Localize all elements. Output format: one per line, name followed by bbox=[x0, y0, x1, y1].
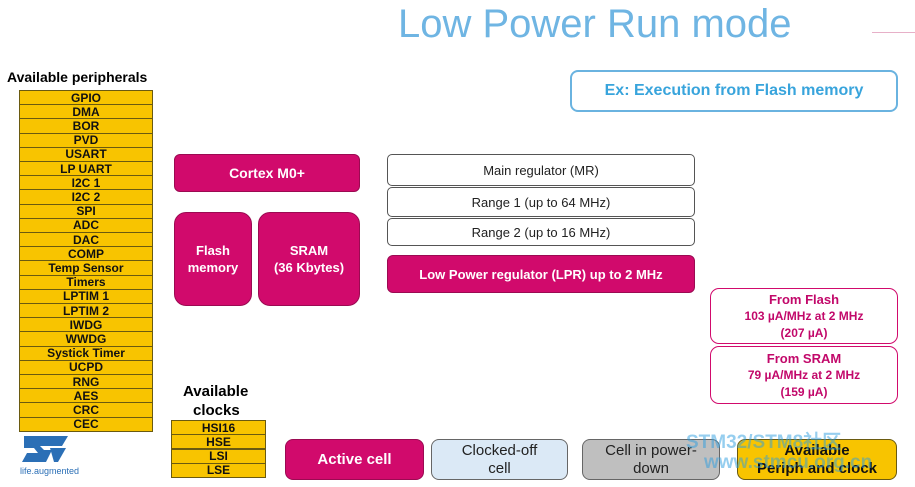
consumption-sram-value: 79 µA/MHz at 2 MHz bbox=[747, 367, 861, 382]
consumption-flash-box: From Flash 103 µA/MHz at 2 MHz (207 µA) bbox=[710, 288, 898, 344]
legend-power-down-line1: Cell in power- bbox=[605, 441, 697, 459]
peripheral-item: Timers bbox=[19, 274, 153, 290]
main-regulator-block: Main regulator (MR) bbox=[387, 154, 695, 186]
flash-memory-block: Flash memory bbox=[174, 212, 252, 306]
legend-available-line1: Available bbox=[784, 441, 850, 459]
flash-label-line1: Flash bbox=[196, 243, 230, 258]
peripheral-item: DMA bbox=[19, 104, 153, 120]
st-logo-icon bbox=[22, 436, 68, 462]
legend-clocked-off-line2: cell bbox=[488, 459, 511, 477]
consumption-sram-title: From SRAM bbox=[766, 350, 842, 366]
clock-item: HSI16 bbox=[171, 420, 266, 435]
title-divider bbox=[872, 32, 915, 33]
peripheral-item: LPTIM 1 bbox=[19, 288, 153, 304]
legend-clocked-off-line1: Clocked-off bbox=[461, 441, 538, 459]
peripheral-item: CRC bbox=[19, 402, 153, 418]
peripheral-item: DAC bbox=[19, 232, 153, 248]
peripheral-item: RNG bbox=[19, 374, 153, 390]
watermark-line1: STM32/STM8社区 bbox=[686, 432, 842, 453]
peripheral-item: I2C 1 bbox=[19, 175, 153, 191]
consumption-sram-box: From SRAM 79 µA/MHz at 2 MHz (159 µA) bbox=[710, 346, 898, 404]
sram-label-line1: SRAM bbox=[289, 243, 329, 258]
clock-item: LSE bbox=[171, 462, 266, 478]
legend-available-cell: Available Periph and clock bbox=[737, 439, 897, 480]
cortex-m0-block: Cortex M0+ bbox=[174, 154, 360, 192]
sram-block: SRAM (36 Kbytes) bbox=[258, 212, 360, 306]
peripheral-item: COMP bbox=[19, 246, 153, 262]
peripheral-item: SPI bbox=[19, 203, 153, 219]
legend-active-cell: Active cell bbox=[285, 439, 424, 480]
peripheral-item: BOR bbox=[19, 118, 153, 134]
legend-power-down-cell: Cell in power- down bbox=[582, 439, 720, 480]
consumption-flash-total: (207 µA) bbox=[780, 325, 828, 340]
peripheral-item: LPTIM 2 bbox=[19, 303, 153, 319]
clock-item: LSI bbox=[171, 448, 266, 464]
peripheral-item: Temp Sensor bbox=[19, 260, 153, 276]
peripheral-item: PVD bbox=[19, 132, 153, 148]
peripheral-item: USART bbox=[19, 146, 153, 162]
legend-clocked-off-cell: Clocked-off cell bbox=[431, 439, 568, 480]
st-logo: life.augmented bbox=[14, 434, 84, 482]
page-title: Low Power Run mode bbox=[0, 0, 915, 52]
range2-block: Range 2 (up to 16 MHz) bbox=[387, 218, 695, 246]
st-logo-tagline: life.augmented bbox=[20, 466, 80, 476]
peripheral-item: UCPD bbox=[19, 359, 153, 375]
watermark-line2: www.stmcu.org.cn bbox=[704, 452, 873, 473]
legend-active-label: Active cell bbox=[317, 450, 392, 468]
range1-block: Range 1 (up to 64 MHz) bbox=[387, 187, 695, 217]
consumption-flash-value: 103 µA/MHz at 2 MHz bbox=[744, 308, 864, 323]
peripheral-item: IWDG bbox=[19, 317, 153, 333]
consumption-sram-total: (159 µA) bbox=[780, 384, 828, 399]
peripheral-item: AES bbox=[19, 388, 153, 404]
legend-power-down-line2: down bbox=[633, 459, 669, 477]
peripherals-header: Available peripherals bbox=[7, 69, 148, 85]
clocks-header-line1: Available bbox=[183, 383, 249, 400]
clocks-header-line2: clocks bbox=[193, 402, 240, 419]
peripheral-item: CEC bbox=[19, 416, 153, 432]
page-title-text: Low Power Run mode bbox=[398, 2, 792, 46]
clock-item: HSE bbox=[171, 434, 266, 450]
peripheral-item: LP UART bbox=[19, 161, 153, 177]
peripheral-item: GPIO bbox=[19, 90, 153, 106]
flash-label-line2: memory bbox=[187, 260, 239, 275]
consumption-flash-title: From Flash bbox=[768, 291, 840, 307]
legend-available-line2: Periph and clock bbox=[756, 459, 878, 477]
sram-label-line2: (36 Kbytes) bbox=[273, 260, 345, 275]
peripheral-item: Systick Timer bbox=[19, 345, 153, 361]
peripheral-item: ADC bbox=[19, 217, 153, 233]
peripheral-item: WWDG bbox=[19, 331, 153, 347]
lpr-regulator-block: Low Power regulator (LPR) up to 2 MHz bbox=[387, 255, 695, 293]
peripheral-item: I2C 2 bbox=[19, 189, 153, 205]
example-callout: Ex: Execution from Flash memory bbox=[570, 70, 898, 112]
